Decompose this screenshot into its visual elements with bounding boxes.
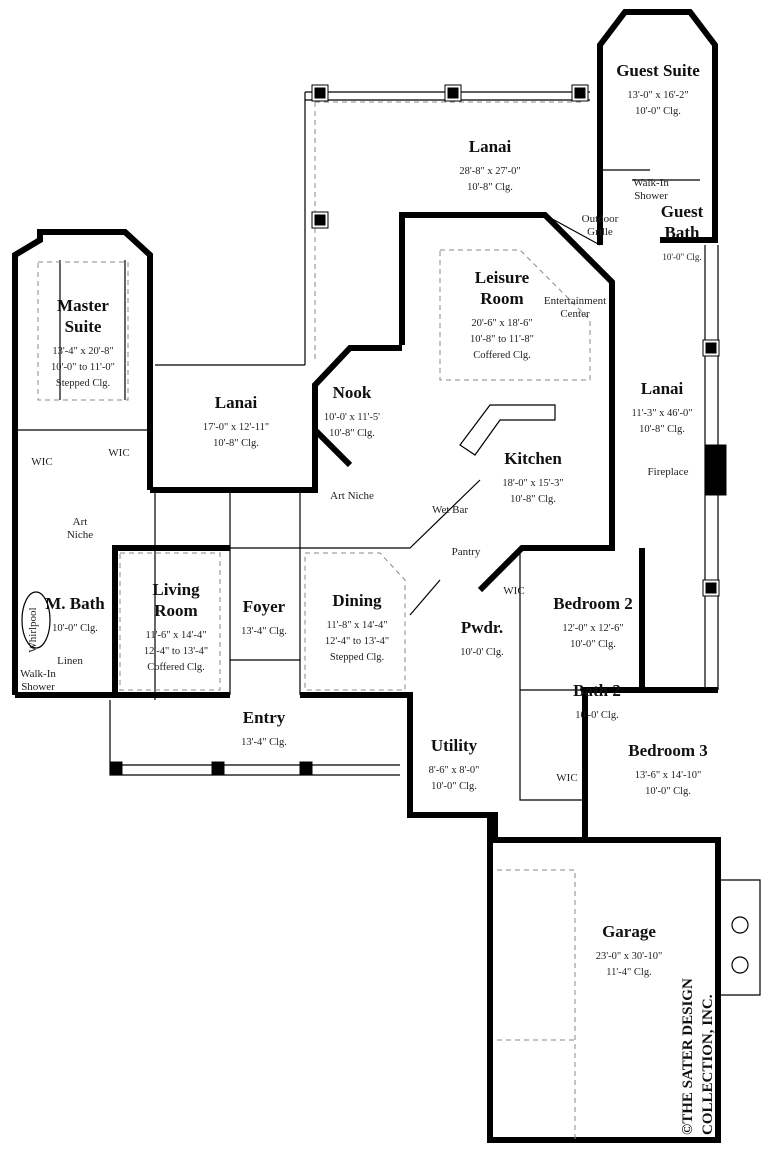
room-dimension: 10'-0" Clg.	[570, 639, 616, 650]
room-name: Room	[480, 289, 523, 308]
room-dimension: 20'-6" x 18'-6"	[471, 318, 532, 329]
fixture-label: Outdoor	[582, 213, 619, 225]
room-name: Bedroom 2	[553, 594, 633, 613]
room-name: Foyer	[243, 597, 286, 616]
room-dimension: 11'-4" Clg.	[606, 967, 651, 978]
room-dimension: Stepped Clg.	[56, 378, 110, 389]
room-name: Guest	[661, 202, 704, 221]
room-dimension: 13'-4" x 20'-8"	[52, 346, 113, 357]
copyright-text: ©THE SATER DESIGN	[680, 978, 696, 1135]
room-dimension: 11'-3" x 46'-0"	[632, 408, 693, 419]
room-dimension: 10'-0" Clg.	[662, 252, 701, 262]
ac-unit-icon	[731, 956, 749, 974]
whirlpool-tub	[21, 591, 51, 649]
room-dimension: 13'-4" Clg.	[241, 626, 287, 637]
fixture-label: Shower	[21, 681, 55, 693]
master-suite-walls	[12, 229, 153, 695]
room-dimension: 10'-0' Clg.	[460, 647, 503, 658]
room-dimension: 12'-4" to 13'-4"	[325, 636, 389, 647]
room-dimension: 18'-0" x 15'-3"	[502, 478, 563, 489]
room-name: Leisure	[475, 268, 530, 287]
room-dimension: 10'-8" Clg.	[467, 182, 513, 193]
room-name: Lanai	[469, 137, 512, 156]
fixture-label: Whirlpool	[27, 607, 39, 652]
room-dimension: 10'-8" to 11'-8"	[470, 334, 534, 345]
room-dimension: 13'-0" x 16'-2"	[627, 90, 688, 101]
fixture-label: Fireplace	[648, 466, 689, 478]
fixture-label: Walk-In	[633, 177, 669, 189]
room-name: Dining	[332, 591, 382, 610]
fixture-label: Art	[73, 516, 88, 528]
leisure-room-walls	[399, 212, 615, 400]
room-dimension: 10'-8" Clg.	[213, 438, 259, 449]
room-name: Bath 2	[573, 681, 621, 700]
room-dimension: 10'-0" Clg.	[52, 623, 98, 634]
room-dimension: 12'-0" x 12'-6"	[562, 623, 623, 634]
room-dimension: Coffered Clg.	[473, 350, 531, 361]
fixture-label: Linen	[57, 655, 83, 667]
room-name: Suite	[65, 317, 102, 336]
room-dimension: 28'-8" x 27'-0"	[459, 166, 520, 177]
room-name: M. Bath	[45, 594, 105, 613]
room-dimension: 11'-6" x 14'-4"	[146, 630, 207, 641]
room-name: Room	[154, 601, 197, 620]
fixture-label: WIC	[31, 456, 52, 468]
room-dimension: Coffered Clg.	[147, 662, 205, 673]
room-name: Guest Suite	[616, 61, 700, 80]
fixture-label: Walk-In	[20, 668, 56, 680]
room-dimension: 12'-4" to 13'-4"	[144, 646, 208, 657]
room-dimension: 13'-4" Clg.	[241, 737, 287, 748]
room-name: Entry	[243, 708, 286, 727]
fixture-label: Pantry	[452, 546, 481, 558]
fixture-label: Shower	[634, 190, 668, 202]
fixture-label: Wet Bar	[432, 504, 468, 516]
fixture-label: WIC	[556, 772, 577, 784]
room-name: Garage	[602, 922, 656, 941]
room-dimension: 10'-8" Clg.	[329, 428, 375, 439]
room-name: Living	[152, 580, 200, 599]
top-lanai-outline	[304, 84, 590, 365]
room-dimension: 8'-6" x 8'-0"	[429, 765, 480, 776]
room-dimension: 11'-8" x 14'-4"	[327, 620, 388, 631]
room-name: Bedroom 3	[628, 741, 708, 760]
room-dimension: 10'-0' Clg.	[575, 710, 618, 721]
fixture-label: Niche	[67, 529, 93, 541]
fixture-label: Grille	[587, 226, 613, 238]
room-dimension: 10'-8" Clg.	[639, 424, 685, 435]
room-name: Lanai	[215, 393, 258, 412]
guest-suite-walls	[597, 9, 718, 245]
room-dimension: 10'-0" Clg.	[645, 786, 691, 797]
room-dimension: 17'-0" x 12'-11"	[203, 422, 269, 433]
fixture-label: WIC	[503, 585, 524, 597]
room-dimension: 10'-0" to 11'-0"	[51, 362, 115, 373]
room-name: Kitchen	[504, 449, 562, 468]
room-name: Master	[57, 296, 109, 315]
room-dimension: 10'-0" Clg.	[635, 106, 681, 117]
ac-unit-icon	[731, 916, 749, 934]
room-dimension: 10'-8" Clg.	[510, 494, 556, 505]
nook-walls	[150, 345, 402, 493]
room-dimension: 10'-0' x 11'-5'	[324, 412, 380, 423]
room-name: Nook	[333, 383, 372, 402]
room-name: Utility	[431, 736, 478, 755]
kitchen-counter	[459, 404, 556, 456]
room-dimension: 10'-0" Clg.	[431, 781, 477, 792]
fixture-label: Entertainment	[544, 295, 606, 307]
fixture-label: Art Niche	[330, 490, 374, 502]
room-name: Lanai	[641, 379, 684, 398]
fixture-label: WIC	[108, 447, 129, 459]
room-dimension: 13'-6" x 14'-10"	[635, 770, 702, 781]
room-dimension: Stepped Clg.	[330, 652, 384, 663]
room-name: Bath	[665, 223, 701, 242]
copyright-text: COLLECTION, INC.	[700, 994, 716, 1135]
fixture-label: Center	[560, 308, 590, 320]
room-name: Pwdr.	[461, 618, 503, 637]
room-dimension: 23'-0" x 30'-10"	[596, 951, 663, 962]
entry-porch-outline	[109, 700, 400, 776]
